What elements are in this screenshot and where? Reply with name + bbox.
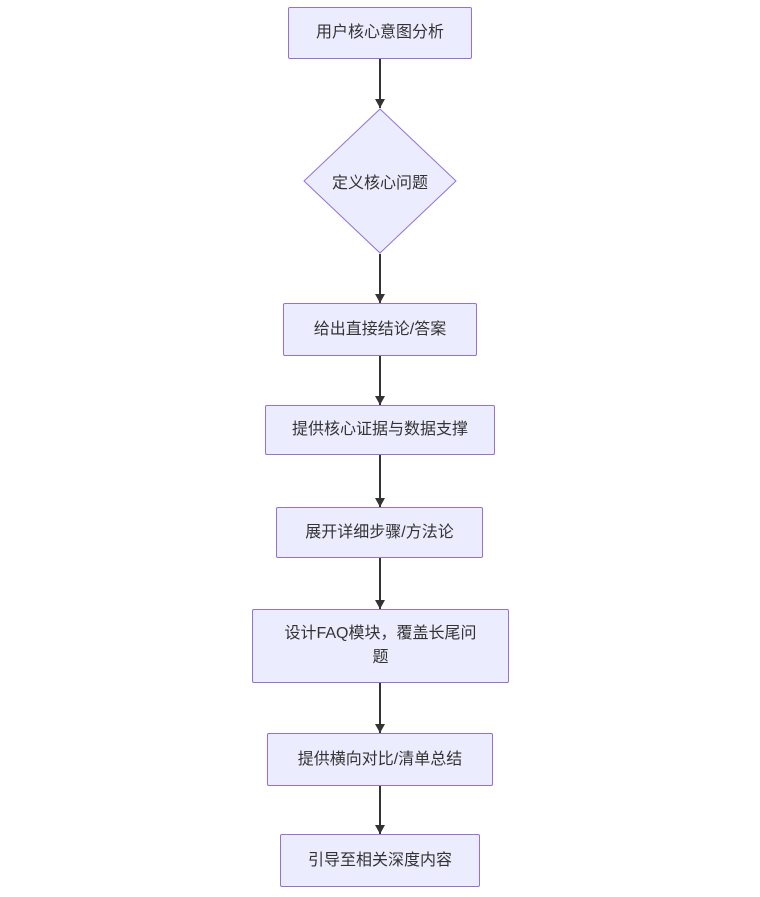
flow-node-define-core-question: 定义核心问题 [303,108,457,254]
flow-arrow-e-f [379,558,381,609]
flow-arrow-c-d [379,356,381,405]
diamond-shape [303,108,457,254]
flow-arrow-g-h [379,786,381,834]
flow-node-direct-answer: 给出直接结论/答案 [283,303,477,356]
flow-node-evidence-data-support: 提供核心证据与数据支撑 [265,405,495,455]
flow-node-comparison-summary: 提供横向对比/清单总结 [267,733,493,786]
flow-arrow-b-c [379,254,381,303]
flow-node-label: 定义核心问题 [331,175,428,192]
flow-arrow-d-e [379,455,381,507]
flow-node-intent-analysis: 用户核心意图分析 [288,7,472,59]
flow-arrow-a-b [379,59,381,108]
flow-node-faq-module: 设计FAQ模块，覆盖长尾问题 [252,609,509,683]
flow-node-detailed-steps: 展开详细步骤/方法论 [276,507,483,558]
flow-arrow-f-g [379,683,381,733]
flow-node-related-deep-content: 引导至相关深度内容 [280,834,480,887]
